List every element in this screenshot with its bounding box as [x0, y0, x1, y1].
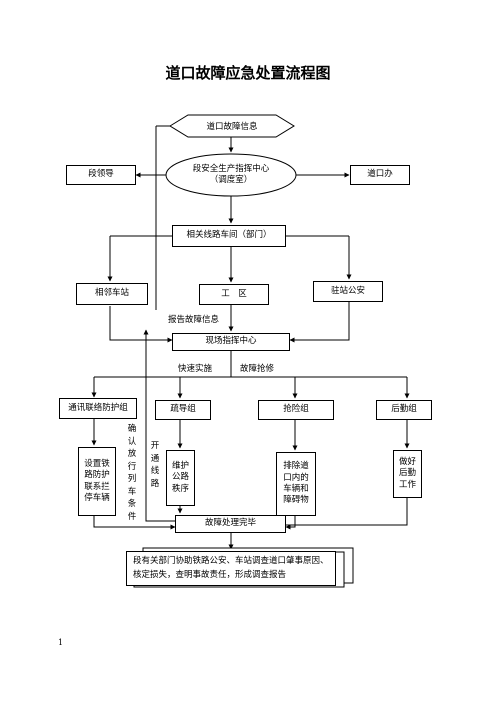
report-fault-label: 报告故障信息 [168, 315, 220, 325]
task-guide-text: 维护公路秩序 [171, 460, 189, 494]
work-area-box: 工 区 [199, 284, 269, 305]
fault-info-shape [169, 114, 295, 138]
section-leader-box: 段领导 [66, 165, 136, 185]
fault-info-label: 道口故障信息 [206, 122, 258, 132]
page-title: 道口故障应急处置流程图 [165, 64, 331, 82]
dispatch-center-subtitle: （调度室） [209, 175, 253, 186]
workshop-box: 相关线路车间（部门） [172, 225, 286, 247]
task-comm-text: 设置铁路防护联系拦停车辆 [84, 458, 110, 503]
guide-group-box: 疏导组 [155, 400, 211, 420]
page-number: 1 [58, 638, 64, 647]
task-repair-box: 排除道口内的车辆和障碍物 [276, 452, 316, 516]
open-road-label: 开通线路 [150, 441, 160, 489]
crossing-office-box: 道口办 [350, 165, 410, 185]
done-box: 故障处理完毕 [175, 515, 286, 533]
task-repair-text: 排除道口内的车辆和障碍物 [283, 461, 309, 506]
task-logistics-box: 做好后勤工作 [393, 450, 422, 498]
station-police-box: 驻站公安 [313, 281, 383, 302]
report-box: 段有关部门协助铁路公安、车站调查道口肇事原因、核定损失，查明事故责任，形成调查报… [126, 551, 336, 586]
repair-group-box: 抢险组 [258, 400, 334, 420]
comm-group-box: 通讯联络防护组 [59, 398, 137, 419]
task-logistics-text: 做好后勤工作 [398, 456, 416, 490]
dispatch-center-label: 段安全生产指挥中心 （调度室） [170, 164, 292, 187]
task-comm-box: 设置铁路防护联系拦停车辆 [78, 447, 116, 516]
dispatch-center-title: 段安全生产指挥中心 [192, 164, 270, 174]
task-guide-box: 维护公路秩序 [166, 450, 195, 506]
fault-repair-label: 故障抢修 [240, 364, 275, 374]
logistics-group-box: 后勤组 [376, 400, 432, 420]
adjacent-station-box: 相邻车站 [76, 283, 148, 305]
quick-implement-label: 快速实施 [178, 364, 213, 374]
confirm-condition-label: 确认放行列车条件 [127, 424, 137, 522]
site-command-box: 现场指挥中心 [172, 333, 290, 351]
